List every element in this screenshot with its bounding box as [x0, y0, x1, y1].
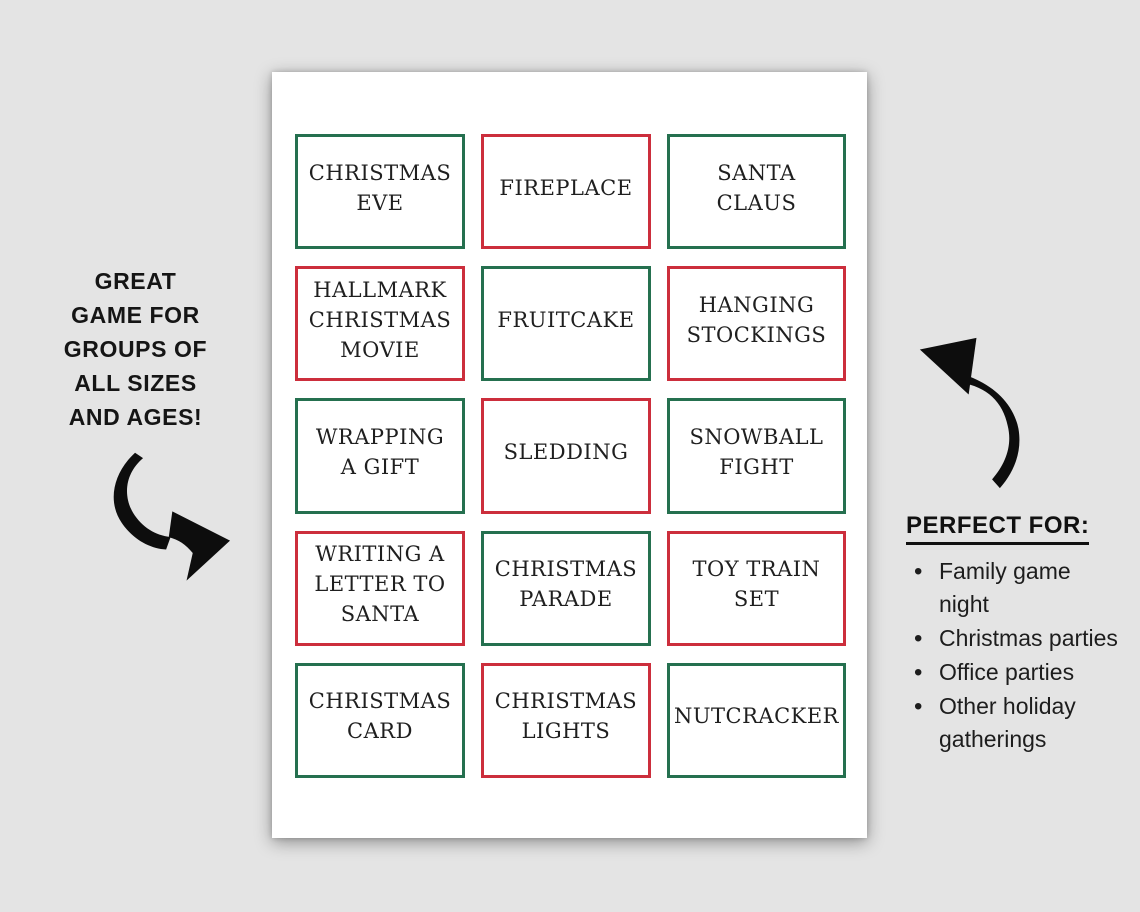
game-card: SLEDDING [480, 398, 651, 514]
game-card: TOY TRAIN SET [666, 530, 846, 646]
game-card: WRAPPING A GIFT [295, 398, 465, 514]
card-label: FIREPLACE [499, 175, 633, 200]
perfect-for-section: PERFECT FOR: Family game night Christmas… [906, 512, 1124, 757]
left-promo-text: GREAT GAME FOR GROUPS OF ALL SIZES AND A… [63, 268, 208, 430]
printable-sheet: CHRISTMAS EVE FIREPLACE SANTA CLAUS HALL… [272, 72, 867, 838]
perfect-for-item: Other holiday gatherings [906, 690, 1124, 756]
game-card: CHRISTMAS PARADE [480, 530, 651, 646]
card-label: WRITING A LETTER TO SANTA [314, 542, 446, 627]
perfect-for-list: Family game night Christmas parties Offi… [906, 555, 1124, 756]
card-label: SLEDDING [503, 439, 629, 464]
card-label: CHRISTMAS PARADE [494, 557, 638, 612]
game-card: HALLMARK CHRISTMAS MOVIE [295, 266, 465, 382]
perfect-for-item: Office parties [906, 656, 1124, 689]
perfect-for-heading: PERFECT FOR: [906, 512, 1090, 545]
game-card: FRUITCAKE [480, 266, 651, 382]
perfect-for-item: Christmas parties [906, 622, 1124, 655]
game-card: SANTA CLAUS [666, 134, 846, 250]
perfect-for-item: Family game night [906, 555, 1124, 621]
game-card: CHRISTMAS EVE [295, 134, 465, 250]
game-card: CHRISTMAS LIGHTS [480, 662, 651, 778]
game-card: SNOWBALL FIGHT [666, 398, 846, 514]
card-grid: CHRISTMAS EVE FIREPLACE SANTA CLAUS HALL… [295, 134, 846, 778]
card-label: CHRISTMAS LIGHTS [494, 689, 638, 744]
card-label: SANTA CLAUS [716, 160, 797, 215]
card-label: SNOWBALL FIGHT [689, 424, 824, 479]
card-label: CHRISTMAS EVE [308, 160, 452, 215]
card-label: CHRISTMAS CARD [308, 689, 452, 744]
card-label: FRUITCAKE [497, 307, 635, 332]
card-label: NUTCRACKER [673, 704, 839, 729]
card-label: TOY TRAIN SET [692, 557, 821, 612]
curved-arrow-right-icon [96, 444, 238, 584]
curved-arrow-up-left-icon [914, 334, 1036, 492]
game-card: CHRISTMAS CARD [295, 662, 465, 778]
game-card: FIREPLACE [480, 134, 651, 250]
game-card: WRITING A LETTER TO SANTA [295, 530, 465, 646]
game-card: HANGING STOCKINGS [666, 266, 846, 382]
card-label: HALLMARK CHRISTMAS MOVIE [308, 277, 452, 362]
card-label: HANGING STOCKINGS [686, 292, 827, 347]
game-card: NUTCRACKER [666, 662, 846, 778]
card-label: WRAPPING A GIFT [315, 424, 445, 479]
